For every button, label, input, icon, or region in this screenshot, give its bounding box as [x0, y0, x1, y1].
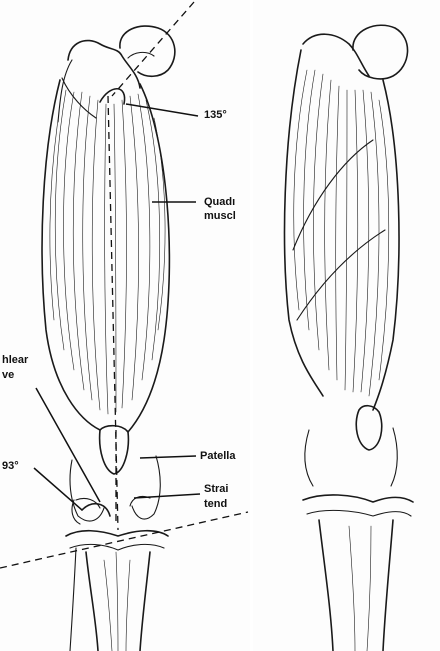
trochlear-groove-label-line1: hlear [2, 354, 28, 366]
angle-arcs [82, 89, 125, 516]
straight-tendon-label-line1: Strai [204, 483, 228, 495]
quadriceps-label-line1: Quadı [204, 196, 235, 208]
lateral-shin [319, 520, 393, 651]
angle-93-label: 93° [2, 460, 19, 472]
quadriceps-muscle [42, 80, 169, 432]
trochlear-groove-label-line2: ve [2, 369, 14, 381]
tibia-fibula [70, 548, 150, 651]
right-panel-lateral-view [253, 0, 440, 651]
patella-label: Patella [200, 450, 235, 462]
left-panel-anterior-view: 135° Quadı muscl hlear ve 93° Patella St… [0, 0, 253, 651]
femur-proximal [58, 41, 140, 122]
patella-region [66, 426, 168, 550]
lateral-leg-drawing [253, 0, 440, 651]
lateral-quadriceps [285, 50, 399, 410]
lateral-femoral-head [303, 25, 408, 79]
lateral-knee [303, 406, 413, 516]
quadriceps-label-line2: muscl [204, 210, 236, 222]
straight-tendon-label-line2: tend [204, 498, 227, 510]
anterior-leg-drawing [0, 0, 250, 651]
angle-135-label: 135° [204, 109, 227, 121]
